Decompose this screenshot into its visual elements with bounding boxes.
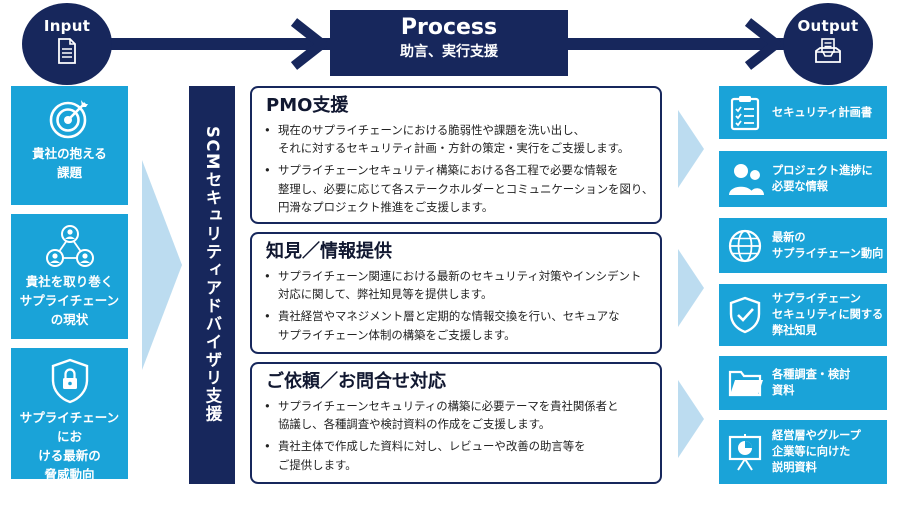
card-inquiry-response: ご依頼／お問合せ対応 サプライチェーンセキュリティの構築に必要テーマを貴社関係者… xyxy=(250,362,662,484)
output-label-line: 企業等に向けた xyxy=(772,445,851,458)
input-label-line: サプライチェーンにお xyxy=(19,410,120,444)
inbox-tray-icon xyxy=(815,38,841,63)
bullet-line: ご提供します。 xyxy=(278,457,357,472)
input-label-line: 貴社の抱える xyxy=(32,146,107,161)
document-icon xyxy=(58,38,76,64)
output-label: プロジェクト進捗に 必要な情報 xyxy=(772,163,884,195)
output-label: セキュリティ計画書 xyxy=(772,105,884,121)
output-label: 各種調査・検討 資料 xyxy=(772,367,884,399)
output-box-security-plan: セキュリティ計画書 xyxy=(719,86,887,139)
card-bullet: サプライチェーン関連における最新のセキュリティ対策やインシデント 対応に関して、… xyxy=(264,267,654,303)
flow-chevron-icon xyxy=(744,18,782,70)
globe-icon xyxy=(728,229,762,262)
process-subtitle: 助言、実行支援 xyxy=(400,44,498,60)
output-box-executive-materials: 経営層やグループ 企業等に向けた 説明資料 xyxy=(719,420,887,484)
output-label-line: 経営層やグループ xyxy=(772,429,861,442)
card-title: ご依頼／お問合せ対応 xyxy=(266,371,446,392)
input-label-line: 脅威動向 xyxy=(44,467,95,482)
output-box-supply-chain-trends: 最新の サプライチェーン動向 xyxy=(719,218,887,273)
input-label: Input xyxy=(43,17,91,35)
bullet-line: 貴社主体で作成した資料に対し、レビューや改善の助言等を xyxy=(278,439,586,454)
card-title: 知見／情報提供 xyxy=(266,241,392,262)
shield-lock-icon xyxy=(51,358,88,404)
output-label: Output xyxy=(797,17,859,35)
card-bullet: 貴社主体で作成した資料に対し、レビューや改善の助言等を ご提供します。 xyxy=(264,437,654,473)
bullet-line: サプライチェーン体制の構築をご支援します。 xyxy=(278,327,516,342)
output-label-line: セキュリティに関する xyxy=(772,308,884,321)
card-pmo-support: PMO支援 現在のサプライチェーンにおける脆弱性や課題を洗い出し、 それに対する… xyxy=(250,86,662,224)
output-label-line: プロジェクト進捗に xyxy=(772,164,873,177)
output-label-line: サプライチェーン動向 xyxy=(772,246,884,260)
card-bullet: 現在のサプライチェーンにおける脆弱性や課題を洗い出し、 それに対するセキュリティ… xyxy=(264,121,654,157)
people-icon xyxy=(729,164,764,195)
bullet-line: サプライチェーン関連における最新のセキュリティ対策やインシデント xyxy=(278,269,642,283)
input-box-threats: サプライチェーンにお ける最新の 脅威動向 xyxy=(11,348,128,482)
card-bullet: サプライチェーンセキュリティ構築における各工程で必要な情報を 整理し、必要に応じ… xyxy=(264,161,654,216)
output-label-line: セキュリティ計画書 xyxy=(772,105,873,119)
bullet-line: 対応に関して、弊社知見等を提供します。 xyxy=(278,287,493,302)
clipboard-checklist-icon xyxy=(730,95,760,130)
output-label: サプライチェーン セキュリティに関する 弊社知見 xyxy=(772,291,884,339)
input-label-line: ける最新の xyxy=(38,448,101,463)
process-title: Process xyxy=(400,15,498,40)
presentation-chart-icon xyxy=(728,434,762,471)
card-bullet: サプライチェーンセキュリティの構築に必要テーマを貴社関係者と 協議し、各種調査や… xyxy=(264,397,654,433)
input-label-line: 貴社を取り巻く xyxy=(25,274,114,289)
output-box-project-info: プロジェクト進捗に 必要な情報 xyxy=(719,151,887,207)
output-label-line: 弊社知見 xyxy=(772,324,817,337)
card-knowledge-sharing: 知見／情報提供 サプライチェーン関連における最新のセキュリティ対策やインシデント… xyxy=(250,232,662,354)
bullet-line: 円滑なプロジェクト推進をご支援します。 xyxy=(278,199,494,214)
card-bullet-list: 現在のサプライチェーンにおける脆弱性や課題を洗い出し、 それに対するセキュリティ… xyxy=(264,121,654,220)
card-bullet-list: サプライチェーン関連における最新のセキュリティ対策やインシデント 対応に関して、… xyxy=(264,267,654,348)
output-label-line: 最新の xyxy=(772,230,806,244)
card-bullet: 貴社経営やマネジメント層と定期的な情報交換を行い、セキュアな サプライチェーン体… xyxy=(264,307,654,343)
output-label: 経営層やグループ 企業等に向けた 説明資料 xyxy=(772,428,884,476)
input-box-supply-chain: 貴社を取り巻く サプライチェーン の現状 xyxy=(11,214,128,339)
network-people-icon xyxy=(45,225,94,267)
scm-advisory-label: SCMセキュリティアドバイザリ支援 xyxy=(203,126,222,423)
input-circle: Input xyxy=(22,3,112,85)
input-label-line: の現状 xyxy=(50,312,89,327)
card-title: PMO支援 xyxy=(266,95,349,116)
input-flow-arrow-icon xyxy=(142,160,182,370)
output-box-research-materials: 各種調査・検討 資料 xyxy=(719,356,887,410)
bullet-line: 整理し、必要に応じて各ステークホルダーとコミュニケーションを図り、 xyxy=(278,181,654,196)
card-flow-arrow-icon xyxy=(678,249,704,327)
input-label-line: 課題 xyxy=(56,165,82,180)
target-icon xyxy=(49,100,88,139)
flow-chevron-icon xyxy=(290,18,328,70)
output-label-line: 各種調査・検討 xyxy=(772,368,851,381)
folder-icon xyxy=(728,370,763,397)
bullet-line: サプライチェーンセキュリティの構築に必要テーマを貴社関係者と xyxy=(278,399,619,413)
shield-check-icon xyxy=(729,296,761,334)
bullet-line: 協議し、各種調査や検討資料の作成をご支援します。 xyxy=(278,417,551,432)
card-flow-arrow-icon xyxy=(678,110,704,188)
input-label-line: サプライチェーン xyxy=(19,293,120,308)
output-label-line: 資料 xyxy=(772,384,795,397)
card-bullet-list: サプライチェーンセキュリティの構築に必要テーマを貴社関係者と 協議し、各種調査や… xyxy=(264,397,654,478)
card-flow-arrow-icon xyxy=(678,380,704,458)
scm-advisory-bar: SCMセキュリティアドバイザリ支援 xyxy=(189,86,235,484)
output-box-security-knowledge: サプライチェーン セキュリティに関する 弊社知見 xyxy=(719,284,887,346)
output-label-line: 説明資料 xyxy=(772,461,817,474)
bullet-line: サプライチェーンセキュリティ構築における各工程で必要な情報を xyxy=(278,163,619,178)
input-box-issues: 貴社の抱える 課題 xyxy=(11,86,128,205)
bullet-line: それに対するセキュリティ計画・方針の策定・実行をご支援します。 xyxy=(278,141,630,156)
output-label-line: 必要な情報 xyxy=(772,180,828,193)
output-circle: Output xyxy=(783,3,873,85)
output-label-line: サプライチェーン xyxy=(772,292,861,305)
process-box: Process 助言、実行支援 xyxy=(330,10,568,76)
bullet-line: 貴社経営やマネジメント層と定期的な情報交換を行い、セキュアな xyxy=(278,309,620,324)
output-label: 最新の サプライチェーン動向 xyxy=(772,230,884,262)
bullet-line: 現在のサプライチェーンにおける脆弱性や課題を洗い出し、 xyxy=(278,123,585,137)
